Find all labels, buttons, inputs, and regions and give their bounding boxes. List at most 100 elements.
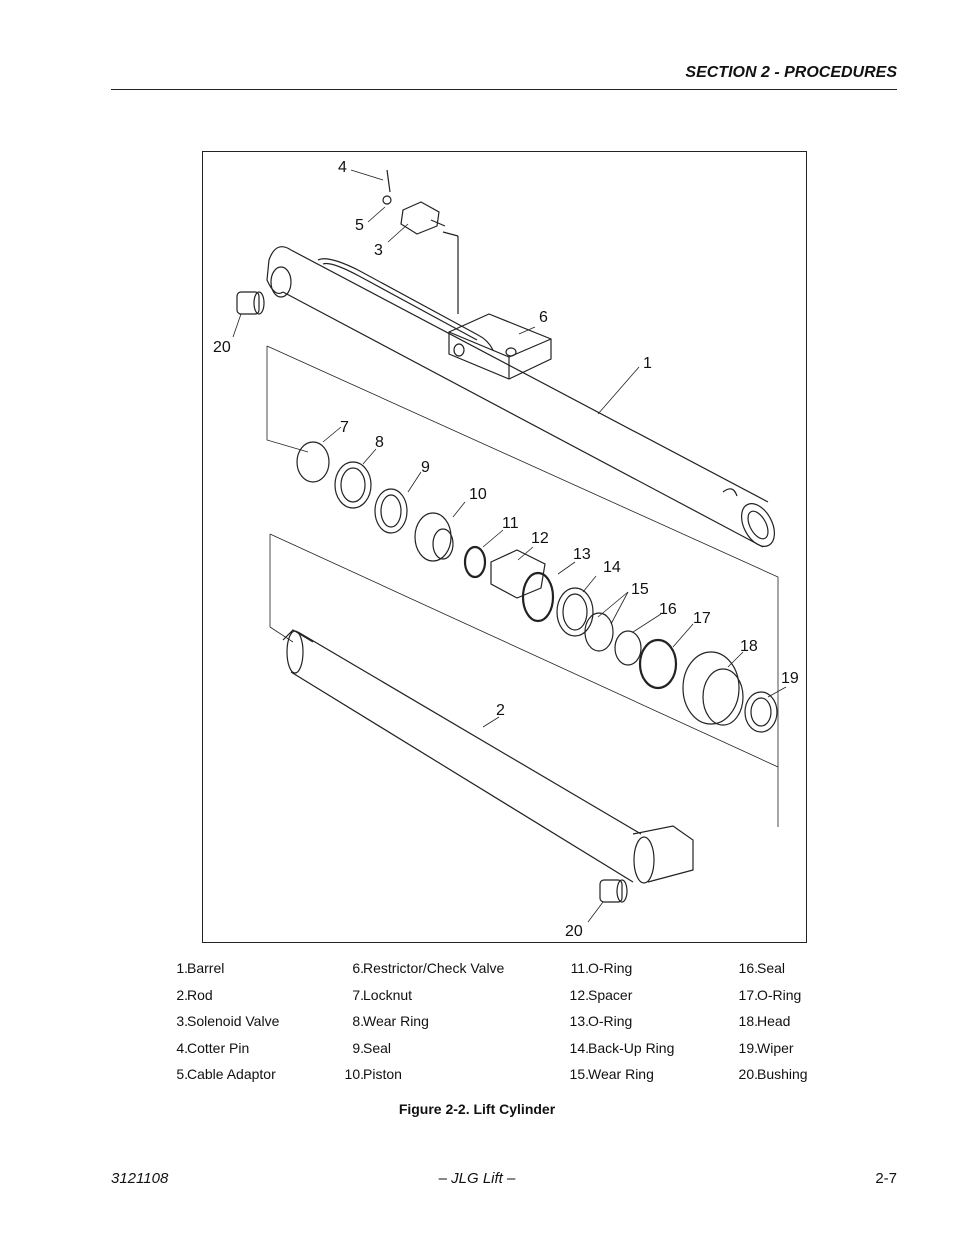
- legend-number: 3.: [176, 1013, 188, 1029]
- legend-number: 20.: [738, 1066, 758, 1082]
- lift-cylinder-figure: 4 5 3 6 1 20 7 8 9 10 11 12 13 14 15 16 …: [202, 151, 807, 943]
- legend-item: 4.Cotter Pin: [162, 1040, 312, 1067]
- legend-item: 3.Solenoid Valve: [162, 1013, 312, 1040]
- legend-number: 19.: [738, 1039, 758, 1056]
- callout-17: 17: [693, 610, 711, 627]
- callout-16: 16: [659, 601, 677, 618]
- callout-20-top: 20: [213, 339, 231, 356]
- solenoid-valve-part: [382, 169, 446, 235]
- legend-number: 9.: [352, 1039, 364, 1056]
- legend-number: 11.: [570, 960, 589, 976]
- legend-item: 11.O-Ring: [563, 960, 713, 987]
- legend-item: 2.Rod: [162, 987, 312, 1014]
- legend-label: Wear Ring: [363, 1013, 429, 1029]
- legend-number: 5.: [176, 1066, 188, 1082]
- legend-number: 4.: [176, 1039, 188, 1056]
- legend-item: 12.Spacer: [563, 987, 713, 1014]
- barrel-part: [266, 246, 776, 548]
- legend-label: Seal: [757, 960, 786, 976]
- exploded-view-drawing: 4 5 3 6 1 20 7 8 9 10 11 12 13 14 15 16 …: [213, 159, 799, 940]
- callout-18: 18: [740, 638, 758, 655]
- legend-label: Spacer: [588, 986, 633, 1003]
- footer-doc-number: 3121108: [111, 1170, 169, 1187]
- legend-number: 12.: [569, 986, 589, 1003]
- legend-label: Restrictor/Check Valve: [363, 960, 505, 976]
- callout-1: 1: [643, 355, 652, 372]
- piston-stack-parts: [296, 441, 778, 733]
- legend-item: 13.O-Ring: [563, 1013, 713, 1040]
- legend-column-4: 16.Seal 17.O-Ring 18.Head 19.Wiper 20.Bu…: [732, 960, 842, 1093]
- legend-label: Cable Adaptor: [187, 1066, 276, 1082]
- legend-item: 18.Head: [732, 1013, 842, 1040]
- legend-label: O-Ring: [757, 986, 802, 1003]
- legend-number: 10.: [344, 1066, 364, 1082]
- callout-3: 3: [374, 242, 383, 259]
- legend-label: Wear Ring: [588, 1066, 654, 1082]
- callout-12: 12: [531, 530, 549, 547]
- footer-page-number: 2-7: [875, 1170, 897, 1187]
- callout-20-bottom: 20: [565, 923, 583, 940]
- legend-number: 16.: [738, 960, 758, 976]
- callout-8: 8: [375, 434, 384, 451]
- legend-item: 9.Seal: [338, 1040, 528, 1067]
- legend-item: 14.Back-Up Ring: [563, 1040, 713, 1067]
- section-title: SECTION 2 - PROCEDURES: [685, 64, 897, 81]
- legend-number: 14.: [569, 1039, 589, 1056]
- callout-numbers: 4 5 3 6 1 20 7 8 9 10 11 12 13 14 15 16 …: [213, 159, 799, 940]
- legend-item: 6.Restrictor/Check Valve: [338, 960, 528, 987]
- callout-2: 2: [496, 702, 505, 719]
- callout-14: 14: [603, 559, 621, 576]
- legend-label: Cotter Pin: [187, 1039, 250, 1056]
- callout-leader-lines: [232, 169, 787, 923]
- legend-label: Head: [757, 1013, 791, 1029]
- legend-label: Locknut: [363, 986, 413, 1003]
- legend-item: 8.Wear Ring: [338, 1013, 528, 1040]
- legend-number: 13.: [569, 1013, 589, 1029]
- restrictor-block-part: [442, 231, 552, 380]
- legend-column-2: 6.Restrictor/Check Valve 7.Locknut 8.Wea…: [338, 960, 528, 1093]
- legend-number: 2.: [176, 986, 188, 1003]
- legend-item: 20.Bushing: [732, 1066, 842, 1093]
- legend-number: 18.: [738, 1013, 758, 1029]
- callout-19: 19: [781, 670, 799, 687]
- callout-9: 9: [421, 459, 430, 476]
- rod-part: [282, 629, 694, 884]
- figure-caption: Figure 2-2. Lift Cylinder: [398, 1101, 556, 1117]
- legend-label: Solenoid Valve: [187, 1013, 280, 1029]
- legend-column-3: 11.O-Ring 12.Spacer 13.O-Ring 14.Back-Up…: [563, 960, 713, 1093]
- group-leader-lines: [266, 345, 779, 827]
- callout-11: 11: [502, 515, 519, 532]
- callout-13: 13: [573, 546, 591, 563]
- legend-label: Rod: [187, 986, 213, 1003]
- callout-15: 15: [631, 581, 649, 598]
- legend-item: 1.Barrel: [162, 960, 312, 987]
- legend-item: 17.O-Ring: [732, 987, 842, 1014]
- legend-label: O-Ring: [588, 1013, 633, 1029]
- legend-label: Seal: [363, 1039, 392, 1056]
- legend-item: 5.Cable Adaptor: [162, 1066, 312, 1093]
- legend-label: Bushing: [757, 1066, 808, 1082]
- legend-item: 19.Wiper: [732, 1040, 842, 1067]
- footer-publisher: – JLG Lift –: [438, 1170, 516, 1187]
- legend-label: Back-Up Ring: [588, 1039, 675, 1056]
- legend-label: Wiper: [757, 1039, 794, 1056]
- legend-item: 15.Wear Ring: [563, 1066, 713, 1093]
- legend-item: 7.Locknut: [338, 987, 528, 1014]
- legend-number: 15.: [569, 1066, 589, 1082]
- callout-4: 4: [338, 159, 347, 176]
- legend-label: Piston: [363, 1066, 402, 1082]
- legend-label: O-Ring: [588, 960, 633, 976]
- legend-number: 6.: [352, 960, 364, 976]
- callout-5: 5: [355, 217, 364, 234]
- header-divider: [111, 89, 897, 90]
- legend-column-1: 1.Barrel 2.Rod 3.Solenoid Valve 4.Cotter…: [162, 960, 312, 1093]
- legend-number: 17.: [738, 986, 758, 1003]
- callout-6: 6: [539, 309, 548, 326]
- legend-number: 8.: [352, 1013, 364, 1029]
- callout-10: 10: [469, 486, 487, 503]
- legend-label: Barrel: [187, 960, 225, 976]
- legend-number: 7.: [352, 986, 364, 1003]
- legend-number: 1.: [176, 960, 188, 976]
- legend-item: 16.Seal: [732, 960, 842, 987]
- callout-7: 7: [340, 419, 349, 436]
